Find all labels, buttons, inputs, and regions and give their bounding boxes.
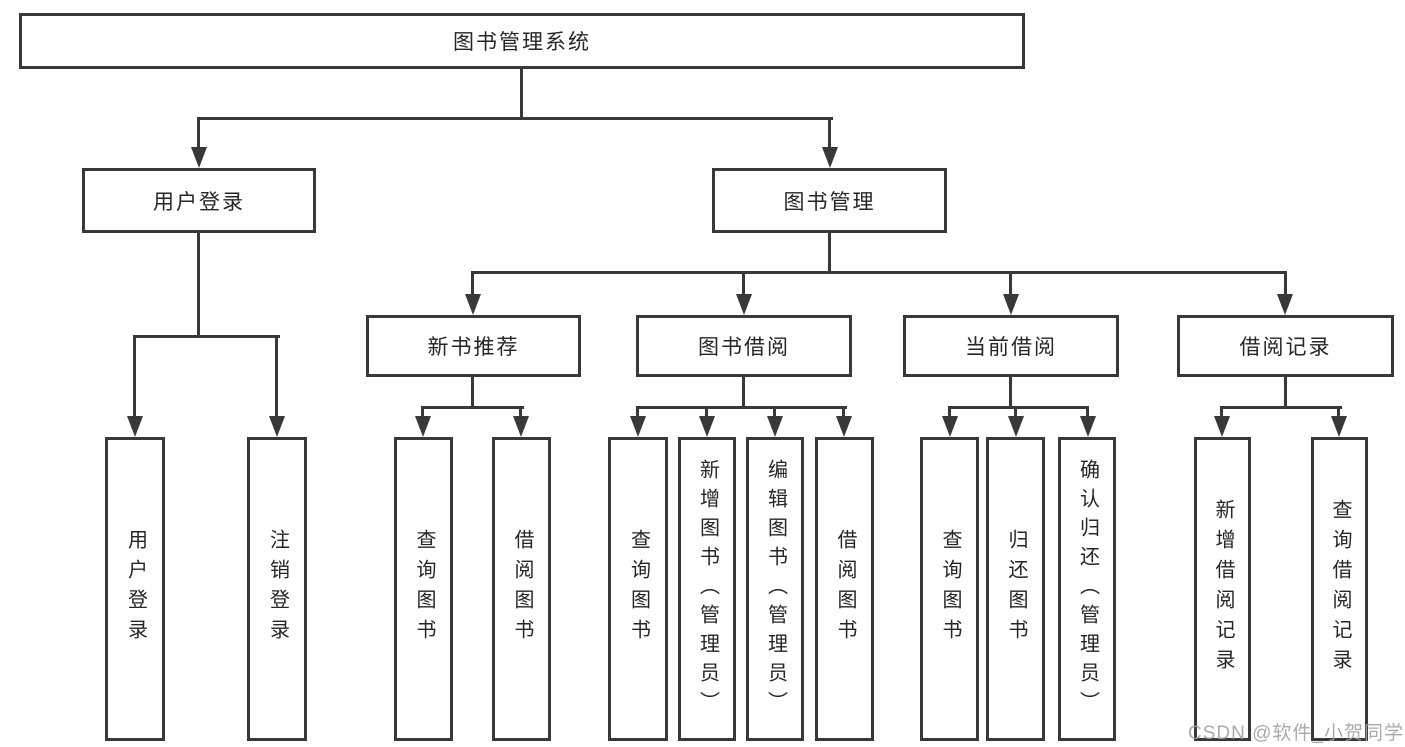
- arrow-to-bb-borrow: [836, 416, 852, 437]
- connector-borrow-records-vertical: [1284, 377, 1287, 407]
- node-book-borrowing-label: 图书借阅: [698, 336, 790, 359]
- connector-stub-nb-query: [421, 406, 424, 419]
- connector-stub-cb-confirm: [1086, 406, 1089, 419]
- leaf-newbook-query-books-label: 查询图书: [413, 529, 435, 649]
- connector-new-book-vertical: [471, 377, 474, 407]
- connector-book-management-horizontal: [471, 271, 1287, 274]
- connector-current-borrowing-vertical: [1009, 377, 1012, 407]
- arrow-to-br-query: [1331, 416, 1347, 437]
- node-root-library-system: 图书管理系统: [19, 13, 1025, 69]
- leaf-user-login: 用户登录: [105, 437, 165, 741]
- node-root-label: 图书管理系统: [453, 31, 591, 54]
- leaf-borrowing-query-books-label: 查询图书: [627, 529, 650, 649]
- leaf-borrowing-add-books-admin: 新增图书（管理员）: [678, 437, 736, 741]
- leaf-current-confirm-return-admin-label: 确认归还（管理员）: [1076, 458, 1099, 720]
- arrow-to-bb-edit: [767, 416, 783, 437]
- arrow-to-borrow-records: [1277, 294, 1293, 315]
- leaf-current-query-books-label: 查询图书: [939, 529, 961, 649]
- node-user-login: 用户登录: [82, 168, 316, 233]
- leaf-records-query-record-label: 查询借阅记录: [1329, 499, 1351, 679]
- connector-stub-cb-return: [1014, 406, 1017, 419]
- connector-user-login-vertical: [197, 233, 200, 335]
- arrow-to-nb-query: [415, 416, 431, 437]
- connector-stub-leaf-logout: [275, 335, 278, 417]
- connector-book-borrowing-vertical: [742, 377, 745, 407]
- arrow-to-current-borrowing: [1003, 294, 1019, 315]
- connector-current-borrowing-horizontal: [948, 406, 1089, 409]
- leaf-borrowing-borrow-books-label: 借阅图书: [834, 529, 856, 649]
- leaf-logout-label: 注销登录: [266, 529, 289, 649]
- arrow-to-book-management: [822, 147, 838, 168]
- leaf-newbook-borrow-books: 借阅图书: [492, 437, 551, 741]
- connector-stub-nb-borrow: [519, 406, 522, 419]
- arrow-to-cb-return: [1008, 416, 1024, 437]
- connector-stub-bb-edit: [773, 406, 776, 419]
- leaf-records-add-record-label: 新增借阅记录: [1212, 499, 1234, 679]
- connector-stub-br-query: [1337, 406, 1340, 419]
- connector-stub-leaf-user-login: [133, 335, 136, 417]
- leaf-newbook-borrow-books-label: 借阅图书: [511, 529, 533, 649]
- arrow-to-bb-add: [699, 416, 715, 437]
- connector-book-borrowing-horizontal: [636, 406, 847, 409]
- arrow-to-user-login: [191, 147, 207, 168]
- connector-new-book-horizontal: [421, 406, 524, 409]
- leaf-current-return-books: 归还图书: [986, 437, 1045, 741]
- arrow-to-br-add: [1214, 416, 1230, 437]
- node-new-book-recommend: 新书推荐: [366, 315, 581, 377]
- connector-root-vertical: [520, 69, 523, 118]
- arrow-to-book-borrowing: [736, 294, 752, 315]
- connector-stub-book-borrowing: [742, 271, 745, 295]
- connector-stub-new-book: [471, 271, 474, 295]
- leaf-records-query-record: 查询借阅记录: [1311, 437, 1368, 741]
- leaf-newbook-query-books: 查询图书: [394, 437, 453, 741]
- node-user-login-label: 用户登录: [153, 190, 245, 214]
- node-book-borrowing: 图书借阅: [636, 315, 852, 377]
- leaf-borrowing-edit-books-admin-label: 编辑图书（管理员）: [764, 458, 787, 720]
- connector-stub-current-borrowing: [1009, 271, 1012, 295]
- leaf-current-return-books-label: 归还图书: [1005, 529, 1027, 649]
- connector-book-management-vertical: [828, 233, 831, 272]
- leaf-borrowing-borrow-books: 借阅图书: [815, 437, 874, 741]
- leaf-current-confirm-return-admin: 确认归还（管理员）: [1058, 437, 1116, 741]
- connector-stub-borrow-records: [1284, 271, 1287, 295]
- connector-stub-book-management: [828, 117, 831, 148]
- arrow-to-cb-confirm: [1080, 416, 1096, 437]
- node-borrow-records: 借阅记录: [1177, 315, 1394, 377]
- connector-user-login-horizontal: [133, 335, 280, 338]
- node-book-management: 图书管理: [712, 168, 947, 233]
- leaf-logout: 注销登录: [247, 437, 307, 741]
- arrow-to-bb-query: [630, 416, 646, 437]
- connector-stub-user-login: [197, 117, 200, 148]
- leaf-borrowing-add-books-admin-label: 新增图书（管理员）: [696, 458, 719, 720]
- leaf-user-login-label: 用户登录: [124, 529, 147, 649]
- csdn-watermark: CSDN @软件_小贺同学: [1188, 723, 1404, 744]
- leaf-records-add-record: 新增借阅记录: [1194, 437, 1251, 741]
- arrow-to-nb-borrow: [513, 416, 529, 437]
- node-borrow-records-label: 借阅记录: [1239, 336, 1332, 359]
- node-new-book-recommend-label: 新书推荐: [427, 336, 520, 359]
- arrow-to-leaf-user-login: [127, 416, 143, 437]
- connector-stub-bb-borrow: [842, 406, 845, 419]
- leaf-borrowing-edit-books-admin: 编辑图书（管理员）: [746, 437, 804, 741]
- node-current-borrowing-label: 当前借阅: [965, 336, 1057, 359]
- connector-stub-bb-add: [705, 406, 708, 419]
- leaf-borrowing-query-books: 查询图书: [608, 437, 668, 741]
- leaf-current-query-books: 查询图书: [920, 437, 979, 741]
- connector-stub-bb-query: [636, 406, 639, 419]
- connector-stub-br-add: [1220, 406, 1223, 419]
- connector-borrow-records-horizontal: [1220, 406, 1342, 409]
- arrow-to-cb-query: [942, 416, 958, 437]
- arrow-to-new-book: [465, 294, 481, 315]
- arrow-to-leaf-logout: [269, 416, 285, 437]
- connector-stub-cb-query: [948, 406, 951, 419]
- node-book-management-label: 图书管理: [783, 190, 876, 214]
- node-current-borrowing: 当前借阅: [903, 315, 1119, 377]
- connector-root-horizontal: [197, 117, 833, 120]
